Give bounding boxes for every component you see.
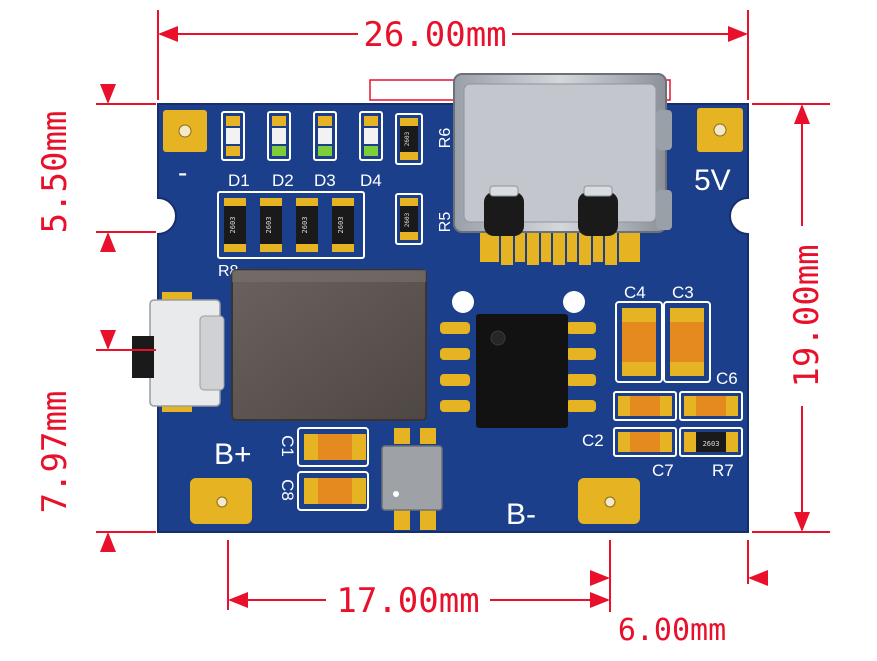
label-r5: R5 — [437, 212, 454, 233]
label-c4: C4 — [624, 283, 646, 302]
dim-width-label: 26.00mm — [363, 15, 506, 55]
dim-height-label: 19.00mm — [787, 244, 827, 387]
resistor-r7: 2603 — [679, 427, 743, 457]
mounting-pad-top-right — [697, 108, 743, 152]
dim-pad-spacing-label: 17.00mm — [336, 581, 479, 621]
dimension-right-offset: 6.00mm — [590, 540, 768, 648]
dimension-pad-spacing: 17.00mm — [227, 540, 611, 621]
dimension-top-offset: 5.50mm — [35, 84, 156, 252]
res-c-marking: 2603 — [301, 217, 309, 234]
resistor-array: 2603 2603 2603 2603 — [217, 191, 365, 259]
label-d3: D3 — [314, 171, 336, 190]
res-b-marking: 2603 — [265, 217, 273, 234]
led-d1 — [221, 111, 245, 161]
dimension-width: 26.00mm — [157, 10, 749, 100]
label-r7: R7 — [712, 461, 734, 480]
led-d4 — [359, 111, 383, 161]
usb-c-connector — [369, 73, 672, 267]
label-c2: C2 — [582, 431, 604, 450]
res-d-marking: 2603 — [337, 217, 345, 234]
res-a-marking: 2603 — [229, 217, 237, 234]
label-c6: C6 — [716, 369, 738, 388]
resistor-r5: 2603 — [395, 193, 423, 245]
slide-switch — [132, 292, 225, 412]
label-minus: - — [178, 157, 187, 188]
dimension-height: 19.00mm — [752, 103, 830, 533]
r6-marking: 2603 — [404, 131, 411, 146]
label-5v: 5V — [694, 164, 731, 197]
led-d3 — [313, 111, 337, 161]
mounting-pad-top-left — [163, 110, 207, 152]
label-d2: D2 — [272, 171, 294, 190]
led-d2 — [267, 111, 291, 161]
resistor-r6: 2603 — [395, 113, 423, 165]
b-plus-pad — [190, 478, 252, 524]
capacitor-c2 — [613, 391, 677, 421]
label-c8: C8 — [278, 479, 297, 501]
dimension-bottom-offset: 7.97mm — [35, 330, 156, 552]
ic-sot — [381, 428, 443, 530]
label-c3: C3 — [672, 283, 694, 302]
ic-soic8 — [440, 291, 596, 428]
capacitor-c4 — [615, 301, 663, 383]
label-d1: D1 — [228, 171, 250, 190]
b-minus-pad — [578, 478, 640, 524]
dim-top-offset-label: 5.50mm — [35, 111, 75, 234]
label-r6: R6 — [437, 128, 454, 149]
dim-right-offset-label: 6.00mm — [618, 613, 726, 648]
label-b-minus: B- — [506, 498, 536, 531]
label-c1: C1 — [278, 435, 297, 457]
capacitor-c3 — [663, 301, 711, 383]
r5-marking: 2603 — [404, 212, 411, 227]
dim-bottom-offset-label: 7.97mm — [35, 391, 75, 514]
capacitor-c1 — [297, 427, 369, 467]
capacitor-c6 — [679, 391, 743, 421]
capacitor-c7 — [613, 427, 677, 457]
capacitor-c8 — [297, 471, 369, 511]
power-inductor — [231, 269, 427, 421]
r7-marking: 2603 — [703, 440, 720, 448]
label-d4: D4 — [360, 171, 382, 190]
label-b-plus: B+ — [214, 438, 252, 471]
label-c7: C7 — [652, 461, 674, 480]
